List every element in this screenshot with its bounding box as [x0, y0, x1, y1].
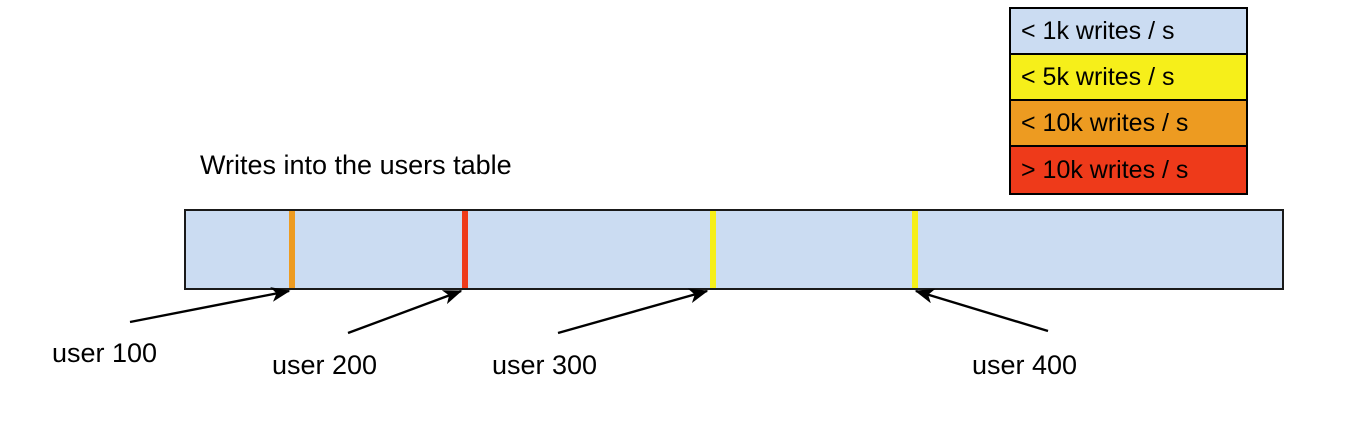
arrow-user-400	[914, 289, 1049, 333]
users-table-bar	[184, 209, 1284, 290]
legend-row-under-1k: < 1k writes / s	[1011, 9, 1246, 55]
user-300-stripe	[710, 211, 716, 288]
arrow-user-300	[557, 288, 709, 335]
legend-row-over-10k: > 10k writes / s	[1011, 147, 1246, 193]
bar-track	[186, 211, 1282, 288]
callout-label-user-300: user 300	[492, 350, 598, 380]
arrow-user-200	[347, 289, 463, 335]
legend-label-under-1k: < 1k writes / s	[1021, 16, 1175, 45]
legend-label-over-10k: > 10k writes / s	[1021, 155, 1189, 184]
callout-label-user-400: user 400	[972, 350, 1078, 380]
chart-title: Writes into the users table	[200, 150, 512, 180]
callout-label-user-100: user 100	[52, 338, 158, 368]
user-100-stripe	[289, 211, 295, 288]
user-200-stripe	[462, 211, 468, 288]
callout-label-user-200: user 200	[272, 350, 378, 380]
arrow-user-100	[129, 287, 291, 324]
legend-row-under-5k: < 5k writes / s	[1011, 55, 1246, 101]
legend: < 1k writes / s < 5k writes / s < 10k wr…	[1009, 7, 1248, 195]
legend-row-under-10k: < 10k writes / s	[1011, 101, 1246, 147]
legend-label-under-5k: < 5k writes / s	[1021, 62, 1175, 91]
user-400-stripe	[912, 211, 918, 288]
legend-label-under-10k: < 10k writes / s	[1021, 108, 1189, 137]
